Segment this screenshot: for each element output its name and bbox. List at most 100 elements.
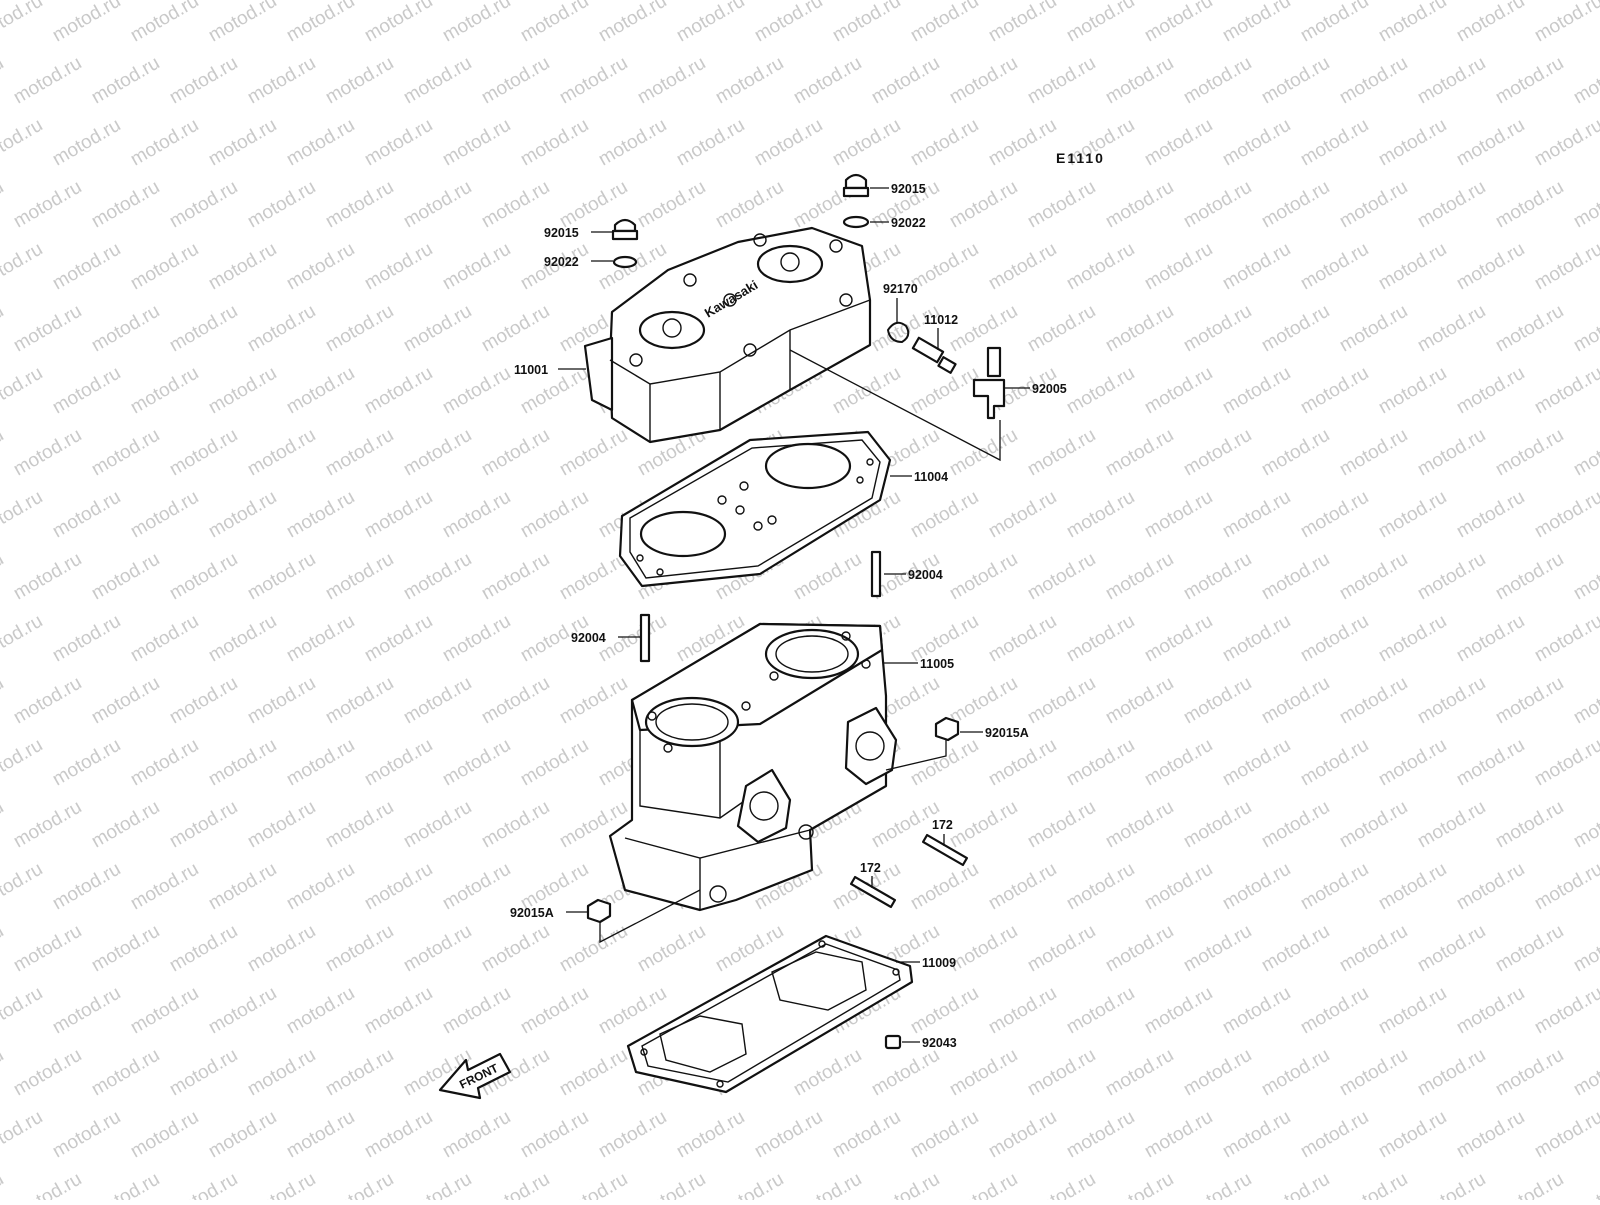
watermark-text: motod.ru [1258, 425, 1333, 481]
watermark-text: motod.ru [1570, 1045, 1600, 1101]
watermark-text: motod.ru [1063, 983, 1138, 1039]
callout-11009: 11009 [922, 956, 956, 970]
watermark-text: motod.ru [1414, 1045, 1489, 1101]
watermark-text: motod.ru [400, 673, 475, 729]
watermark-text: motod.ru [517, 115, 592, 171]
watermark-text: motod.ru [205, 983, 280, 1039]
watermark-text: motod.ru [1531, 115, 1600, 171]
watermark-text: motod.ru [1258, 1169, 1333, 1200]
callout-11005: 11005 [920, 657, 954, 671]
watermark-text: motod.ru [1297, 0, 1372, 46]
callout-92005: 92005 [1032, 382, 1067, 396]
watermark-text: motod.ru [1063, 239, 1138, 295]
watermark-text: motod.ru [556, 53, 631, 109]
watermark-text: motod.ru [478, 425, 553, 481]
watermark-text: motod.ru [1063, 0, 1138, 46]
watermark-text: motod.ru [0, 1107, 46, 1163]
watermark-text: motod.ru [166, 177, 241, 233]
watermark-text: motod.ru [517, 1107, 592, 1163]
watermark-text: motod.ru [634, 53, 709, 109]
watermark-text: motod.ru [0, 363, 46, 419]
watermark-text: motod.ru [1141, 115, 1216, 171]
watermark-text: motod.ru [88, 425, 163, 481]
watermark-text: motod.ru [1180, 53, 1255, 109]
watermark-text: motod.ru [166, 673, 241, 729]
watermark-text: motod.ru [907, 363, 982, 419]
watermark-text: motod.ru [946, 1169, 1021, 1200]
leader-lines [558, 187, 1030, 1043]
watermark-text: motod.ru [1453, 611, 1528, 667]
watermark-text: motod.ru [595, 115, 670, 171]
watermark-text: motod.ru [1375, 487, 1450, 543]
watermark-text: motod.ru [1258, 797, 1333, 853]
watermark-text: motod.ru [1375, 983, 1450, 1039]
watermark-text: motod.ru [478, 549, 553, 605]
watermark-text: motod.ru [400, 1169, 475, 1200]
watermark-text: motod.ru [205, 859, 280, 915]
watermark-text: motod.ru [1297, 239, 1372, 295]
stud-left [639, 613, 651, 663]
watermark-text: motod.ru [205, 487, 280, 543]
flange-nut-right [934, 716, 960, 742]
watermark-text: motod.ru [907, 859, 982, 915]
watermark-text: motod.ru [907, 983, 982, 1039]
cap-nut-left [611, 218, 639, 241]
watermark-text: motod.ru [1024, 301, 1099, 357]
watermark-text: motod.ru [205, 239, 280, 295]
watermark-text: motod.ru [1375, 1107, 1450, 1163]
watermark-text: motod.ru [478, 1169, 553, 1200]
callout-172-upper: 172 [932, 818, 953, 832]
watermark-text: motod.ru [1180, 425, 1255, 481]
watermark-text: motod.ru [0, 301, 7, 357]
watermark-text: motod.ru [1063, 1107, 1138, 1163]
watermark-text: motod.ru [673, 0, 748, 46]
watermark-text: motod.ru [400, 177, 475, 233]
watermark-text: motod.ru [1102, 1169, 1177, 1200]
watermark-text: motod.ru [1258, 1045, 1333, 1101]
stud-right [870, 550, 882, 598]
watermark-text: motod.ru [283, 0, 358, 46]
callout-92004-right: 92004 [908, 568, 943, 582]
watermark-text: motod.ru [88, 1045, 163, 1101]
watermark-text: motod.ru [1336, 177, 1411, 233]
watermark-text: motod.ru [517, 0, 592, 46]
watermark-text: motod.ru [361, 859, 436, 915]
watermark-text: motod.ru [49, 239, 124, 295]
watermark-text: motod.ru [556, 1045, 631, 1101]
watermark-text: motod.ru [790, 53, 865, 109]
watermark-text: motod.ru [946, 425, 1021, 481]
watermark-text: motod.ru [946, 673, 1021, 729]
watermark-text: motod.ru [1258, 177, 1333, 233]
hose-clamp [886, 321, 910, 344]
watermark-text: motod.ru [49, 1107, 124, 1163]
watermark-text: motod.ru [1141, 859, 1216, 915]
watermark-text: motod.ru [166, 53, 241, 109]
watermark-text: motod.ru [439, 487, 514, 543]
watermark-text: motod.ru [127, 0, 202, 46]
watermark-text: motod.ru [1492, 53, 1567, 109]
watermark-text: motod.ru [1336, 921, 1411, 977]
watermark-text: motod.ru [283, 1107, 358, 1163]
watermark-text: motod.ru [634, 177, 709, 233]
watermark-text: motod.ru [205, 0, 280, 46]
watermark-text: motod.ru [244, 797, 319, 853]
watermark-text: motod.ru [1219, 115, 1294, 171]
watermark-text: motod.ru [205, 363, 280, 419]
watermark-text: motod.ru [712, 53, 787, 109]
watermark-text: motod.ru [322, 549, 397, 605]
watermark-text: motod.ru [10, 549, 85, 605]
watermark-text: motod.ru [322, 425, 397, 481]
watermark-text: motod.ru [1414, 53, 1489, 109]
watermark-text: motod.ru [907, 239, 982, 295]
watermark-text: motod.ru [10, 425, 85, 481]
watermark-text: motod.ru [0, 797, 7, 853]
watermark-text: motod.ru [751, 1107, 826, 1163]
watermark-text: motod.ru [517, 735, 592, 791]
watermark-text: motod.ru [10, 673, 85, 729]
watermark-text: motod.ru [361, 487, 436, 543]
watermark-text: motod.ru [1375, 735, 1450, 791]
watermark-text: motod.ru [1102, 549, 1177, 605]
watermark-text: motod.ru [166, 797, 241, 853]
watermark-text: motod.ru [88, 673, 163, 729]
watermark-text: motod.ru [1297, 983, 1372, 1039]
